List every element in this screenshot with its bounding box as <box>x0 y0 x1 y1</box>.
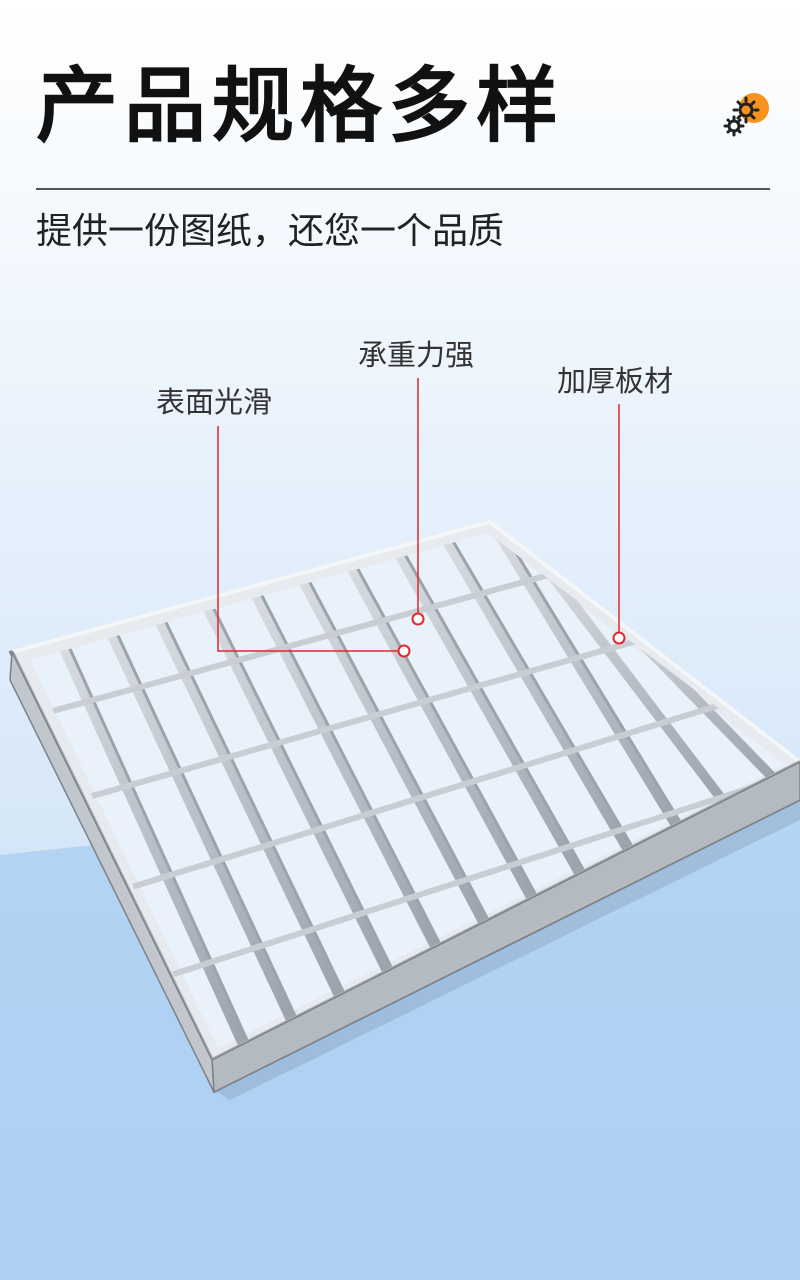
page-subtitle: 提供一份图纸，还您一个品质 <box>36 211 505 252</box>
gear-icon <box>723 93 769 137</box>
callout-label-thick-plate: 加厚板材 <box>557 364 674 398</box>
steel-grating-image <box>8 519 800 1100</box>
page-title: 产品规格多样 <box>36 59 565 154</box>
title-divider <box>36 188 770 190</box>
callout-label-smooth-surface: 表面光滑 <box>156 385 273 419</box>
callout-label-load-bearing: 承重力强 <box>358 338 475 372</box>
